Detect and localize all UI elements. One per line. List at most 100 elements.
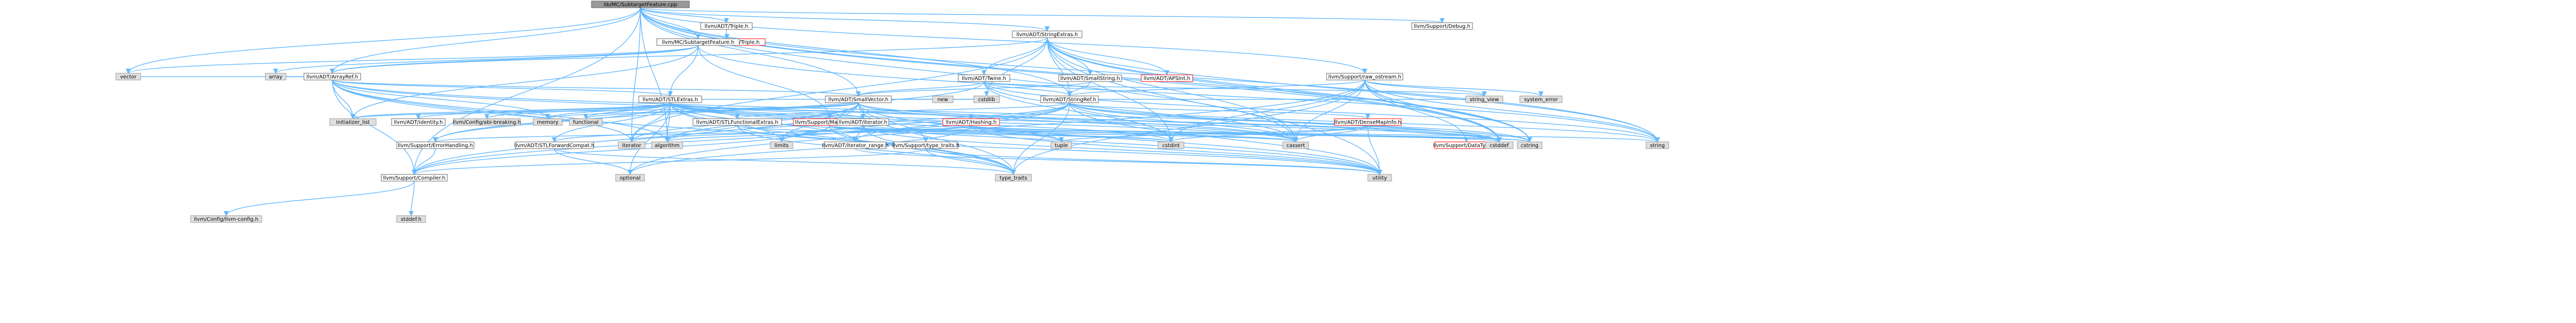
edge-mcsubtarget-vector: [126, 45, 699, 74]
node-label-identity: llvm/ADT/identity.h: [394, 120, 443, 125]
node-box-iterator: [618, 141, 646, 149]
node-smallstring[interactable]: llvm/ADT/SmallString.h: [1058, 74, 1122, 82]
node-debug[interactable]: llvm/Support/Debug.h: [1411, 22, 1473, 30]
node-label-root: lib/MC/SubtargetFeature.cpp: [604, 2, 677, 8]
node-adtiterator[interactable]: llvm/ADT/iterator.h: [837, 118, 889, 126]
node-new: new: [932, 95, 954, 103]
edge-stringextras-arrayref: [330, 37, 1048, 74]
edge-mathextras-typetraits: [829, 125, 1016, 175]
node-stringextras[interactable]: llvm/ADT/StringExtras.h: [1012, 30, 1082, 38]
node-mcsubtarget[interactable]: llvm/MC/SubtargetFeature.h: [656, 38, 740, 46]
node-stlforward[interactable]: llvm/ADT/STLForwardCompat.h: [514, 141, 595, 149]
node-label-datatypes: llvm/Support/DataTypes.h: [1433, 143, 1499, 149]
node-stlextras[interactable]: llvm/ADT/STLExtras.h: [638, 95, 702, 103]
edge-mcsubtarget-array: [273, 45, 699, 74]
node-label-tuple: tuple: [1055, 143, 1068, 149]
node-triple[interactable]: llvm/ADT/Triple.h: [700, 22, 753, 30]
edge-root-debug: [640, 7, 1444, 23]
node-box-stringview: [1465, 95, 1503, 103]
node-box-compiler: [381, 174, 448, 182]
edge-typetraitsllvm-utility: [925, 148, 1382, 175]
edge-arrayref-iterator: [332, 79, 634, 142]
node-label-algorithm: algorithm: [655, 143, 680, 149]
edge-arrayref-initlist: [332, 79, 355, 119]
node-label-stlextras: llvm/ADT/STLExtras.h: [642, 97, 698, 103]
node-typetraitsllvm[interactable]: llvm/Support/type_traits.h: [892, 141, 959, 149]
node-label-apsint: llvm/ADT/APSInt.h: [1144, 76, 1191, 82]
node-box-initlist: [329, 118, 377, 126]
edge-adtiterator-iterator: [629, 125, 863, 142]
node-arrayref[interactable]: llvm/ADT/ArrayRef.h: [303, 73, 361, 80]
node-typetraits: type_traits: [995, 174, 1032, 182]
dependency-edges: [126, 7, 1660, 216]
edge-root-iterator: [629, 7, 641, 142]
node-box-adtiterator: [837, 118, 889, 126]
edge-stringextras-utility: [1046, 37, 1382, 175]
node-limits: limits: [770, 141, 793, 149]
node-box-identity: [391, 118, 446, 126]
node-root[interactable]: lib/MC/SubtargetFeature.cpp: [591, 1, 690, 8]
edge-stringref-cstring: [1069, 102, 1532, 142]
node-label-initlist: initializer_list: [336, 120, 370, 125]
node-twine[interactable]: llvm/ADT/Twine.h: [958, 74, 1010, 82]
edge-adthashing-string: [971, 125, 1660, 142]
edge-arrayref-cassert: [332, 79, 1298, 142]
node-label-array: array: [269, 74, 282, 80]
node-adthashing[interactable]: llvm/ADT/Hashing.h: [942, 118, 1000, 126]
node-label-abibreaking: llvm/Config/abi-breaking.h: [453, 120, 521, 125]
node-box-densemapinfo: [1334, 118, 1402, 126]
edge-stlextras-adthashing: [670, 102, 974, 119]
node-box-string: [1646, 141, 1669, 149]
node-box-memory: [533, 118, 563, 126]
node-compiler[interactable]: llvm/Support/Compiler.h: [381, 174, 448, 182]
node-label-string: string: [1650, 143, 1665, 149]
edge-rawostream-optional: [628, 79, 1365, 175]
edge-rawostream-cstring: [1364, 79, 1532, 142]
node-label-typetraitsllvm: llvm/Support/type_traits.h: [892, 143, 959, 149]
node-box-apsint: [1141, 74, 1193, 82]
edge-stringextras-iterator: [629, 37, 1048, 142]
edge-stlfunctional-cstdint: [737, 125, 1174, 142]
node-label-smallvector: llvm/ADT/SmallVector.h: [828, 97, 889, 103]
node-string: string: [1646, 141, 1669, 149]
node-apsint[interactable]: llvm/ADT/APSInt.h: [1141, 74, 1193, 82]
node-densemapinfo[interactable]: llvm/ADT/DenseMapInfo.h: [1334, 118, 1402, 126]
node-rawostream[interactable]: llvm/Support/raw_ostream.h: [1326, 73, 1403, 80]
edge-mcsubtarget-arrayref: [330, 45, 699, 74]
node-cstdlib: cstdlib: [973, 95, 1000, 103]
node-box-debug: [1411, 22, 1473, 30]
header-nodes: lib/MC/SubtargetFeature.cpp llvm/ADT/Trip…: [115, 1, 1669, 223]
edge-rawostream-cassert: [1293, 79, 1365, 142]
node-label-mcsubtarget: llvm/MC/SubtargetFeature.h: [662, 40, 734, 45]
node-errorhandling[interactable]: llvm/Support/ErrorHandling.h: [396, 141, 474, 149]
edge-twine-stringref: [984, 81, 1072, 96]
node-identity[interactable]: llvm/ADT/identity.h: [391, 118, 446, 126]
node-label-limits: limits: [774, 143, 788, 149]
node-label-smallstring: llvm/ADT/SmallString.h: [1060, 76, 1120, 82]
node-stringref[interactable]: llvm/ADT/StringRef.h: [1040, 95, 1099, 103]
node-systemerror: system_error: [1519, 95, 1563, 103]
node-box-cstdlib: [973, 95, 1000, 103]
node-smallvector[interactable]: llvm/ADT/SmallVector.h: [825, 95, 892, 103]
node-stlfunctional[interactable]: llvm/ADT/STLFunctionalExtras.h: [692, 118, 782, 126]
edge-errorhandling-compiler: [412, 148, 436, 175]
edge-stlextras-iterator: [629, 102, 671, 142]
edge-stringref-typetraits: [1011, 102, 1070, 175]
node-box-errorhandling: [396, 141, 474, 149]
edge-stlfunctional-stlforward: [552, 125, 738, 142]
edge-stringextras-cstddef: [1046, 37, 1502, 142]
edge-adtiterator-utility: [862, 125, 1382, 175]
edge-twine-stringview: [984, 81, 1487, 96]
node-iteratorrange[interactable]: llvm/ADT/iterator_range.h: [822, 141, 889, 149]
edge-adthashing-algorithm: [665, 125, 972, 142]
node-box-typetraits: [995, 174, 1032, 182]
edge-root-triple: [640, 7, 729, 23]
edge-smallvector-memory: [545, 102, 859, 119]
node-box-twine: [958, 74, 1010, 82]
node-label-errorhandling: llvm/Support/ErrorHandling.h: [398, 143, 473, 149]
edge-adtiterator-iteratorrange: [853, 125, 863, 142]
node-label-iteratorrange: llvm/ADT/iterator_range.h: [822, 143, 888, 149]
node-label-twine: llvm/ADT/Twine.h: [962, 76, 1006, 82]
node-label-adthashing: llvm/ADT/Hashing.h: [946, 120, 997, 125]
edge-rawostream-cstdint: [1168, 79, 1365, 142]
